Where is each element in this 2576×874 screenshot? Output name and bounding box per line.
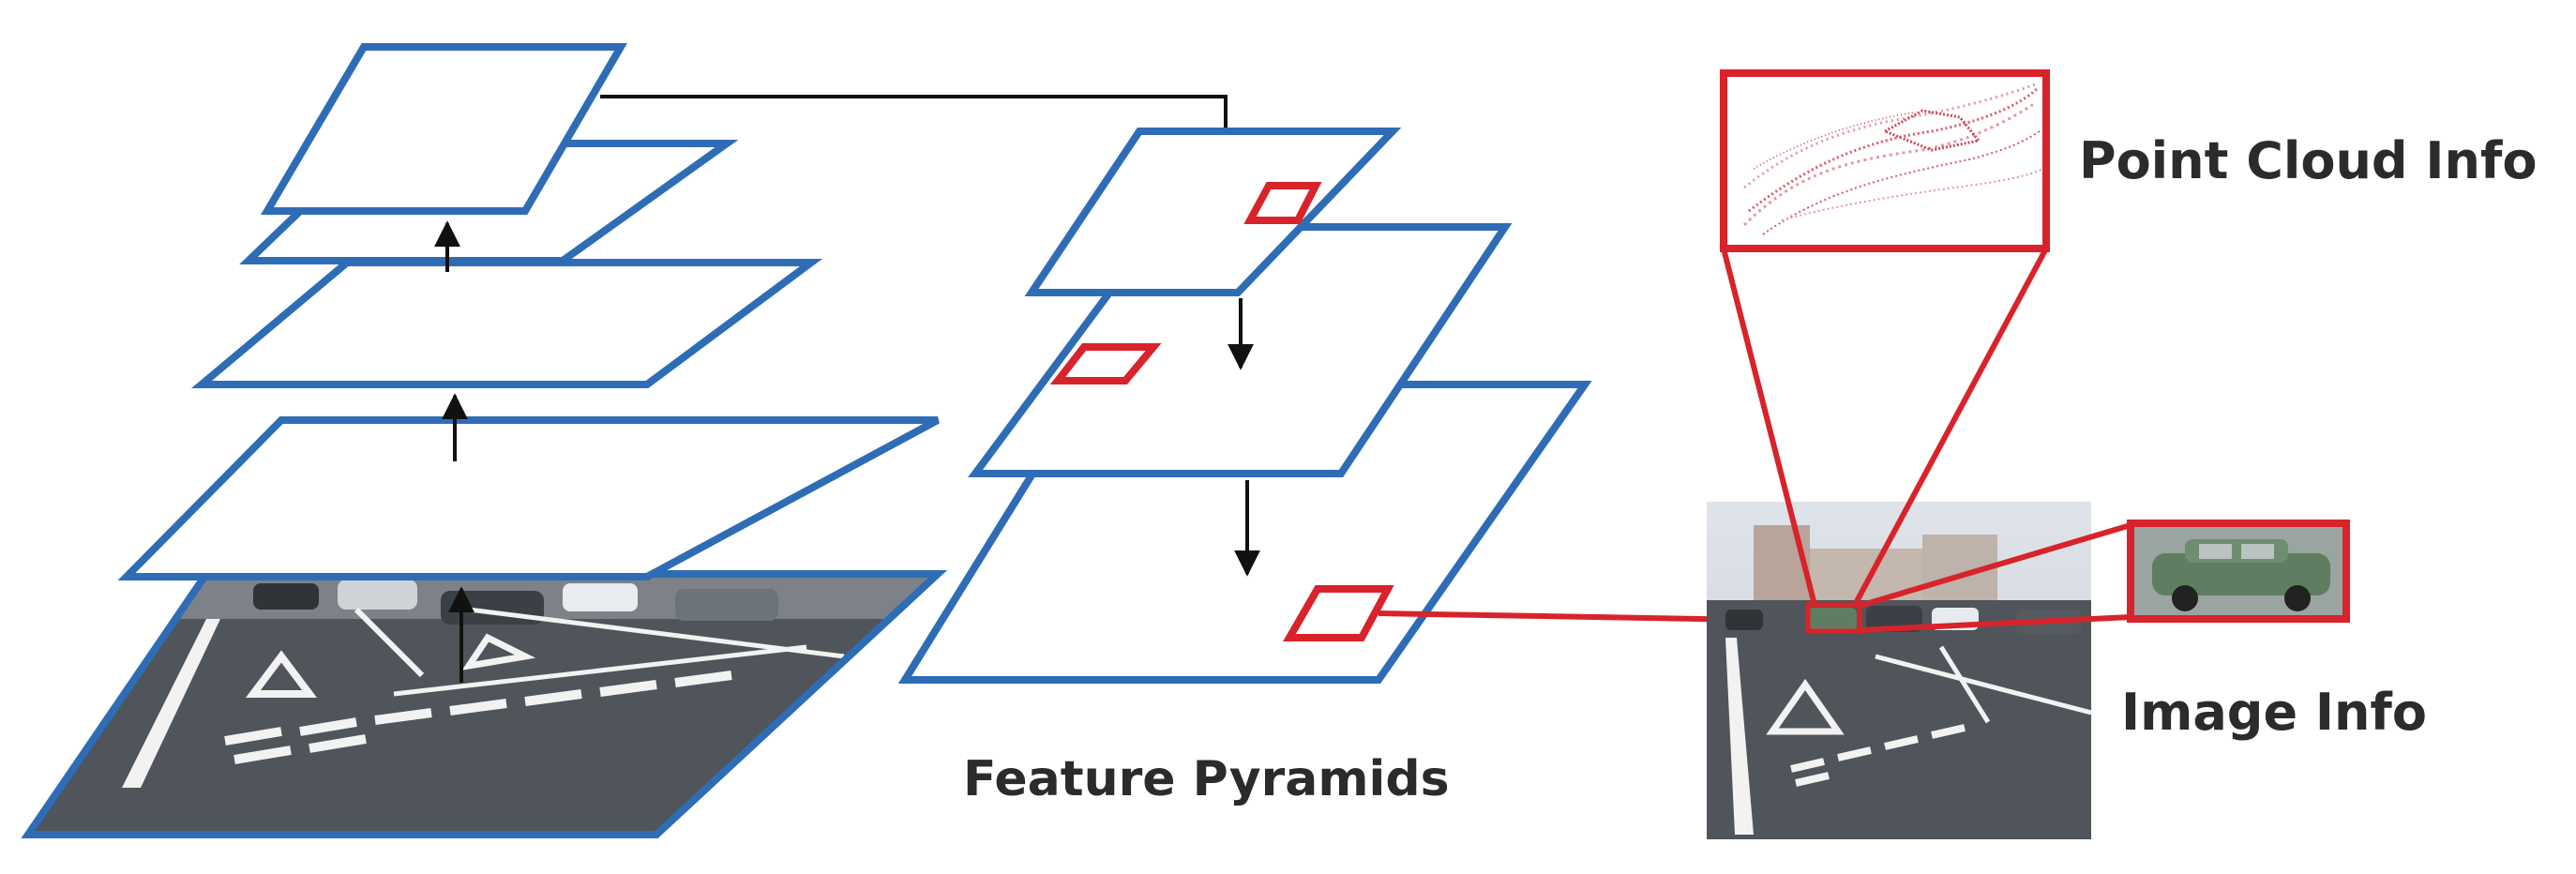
- car-roi-box: [1805, 602, 1862, 634]
- left-plane-2: [191, 259, 823, 388]
- point-cloud-label: Point Cloud Info: [2079, 131, 2538, 190]
- image-info-label: Image Info: [2121, 683, 2427, 742]
- crop-line-top: [1859, 522, 2132, 609]
- projection-line-right: [1852, 247, 2049, 607]
- left-plane-top: [261, 43, 627, 215]
- roi-box-bottom: [1283, 585, 1394, 641]
- left-plane-3: [117, 416, 940, 580]
- fp-plane-top: [1024, 128, 1402, 296]
- projection-line-left: [1721, 248, 1817, 606]
- road-plane-image: [21, 570, 948, 838]
- roi-box-middle: [1049, 343, 1162, 384]
- crop-line-bottom: [1859, 614, 2132, 633]
- roi-box-top: [1243, 182, 1322, 224]
- point-cloud-image: [1720, 69, 2050, 252]
- road-scene-image: [1707, 502, 2091, 839]
- car-crop-image: [2127, 520, 2350, 623]
- feature-pyramids-label: Feature Pyramids: [963, 751, 1450, 807]
